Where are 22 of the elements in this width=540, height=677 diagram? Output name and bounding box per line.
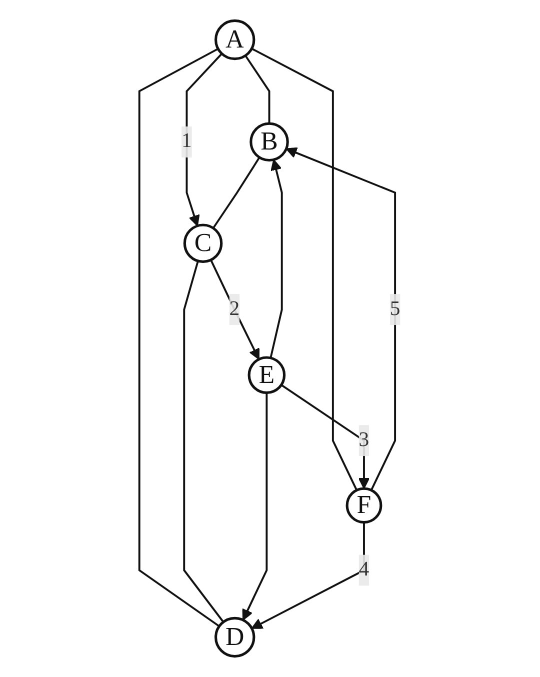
arrow	[210, 260, 260, 360]
arrow	[286, 147, 396, 491]
connector	[138, 48, 220, 628]
node-circle	[250, 122, 290, 162]
edge-label: 3	[359, 428, 370, 451]
node-circle	[214, 616, 256, 658]
connector	[212, 156, 260, 229]
edge-label: 2	[230, 298, 240, 320]
edge-label: 4	[359, 558, 370, 581]
connector	[183, 260, 224, 623]
connector	[244, 55, 270, 124]
node-circle	[248, 356, 286, 394]
arrow	[242, 392, 268, 620]
arrow	[280, 384, 370, 490]
arrow	[270, 159, 284, 358]
node-circle	[214, 19, 256, 60]
graph-diagram: 1 2 3 4 5 A B C D E F	[129, 10, 411, 667]
edge-label: 5	[390, 298, 400, 320]
node-circle	[184, 224, 223, 263]
node-circle	[346, 487, 382, 524]
connector	[251, 48, 358, 491]
edge-label: 1	[182, 130, 192, 152]
